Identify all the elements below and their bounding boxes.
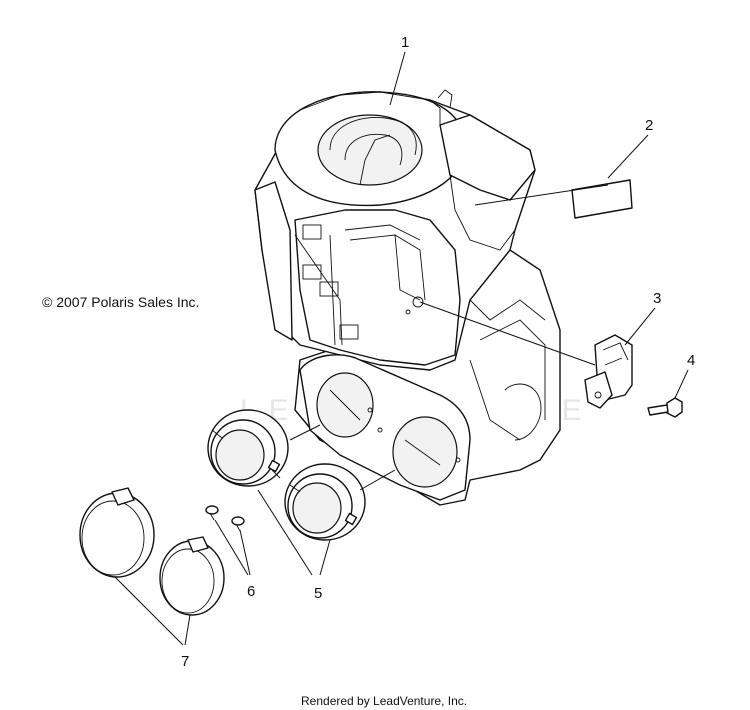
duct-boot-upper <box>207 409 289 487</box>
callout-3: 3 <box>653 290 661 307</box>
callout-labels: 1 2 3 4 5 6 7 <box>181 34 695 670</box>
airbox-housing <box>254 89 561 506</box>
hose-clamp-left <box>79 487 155 578</box>
duct-boot-lower <box>284 463 366 541</box>
callout-5: 5 <box>314 585 322 602</box>
hose-clamp-right <box>159 536 225 616</box>
screws <box>205 505 245 532</box>
callout-1: 1 <box>401 34 409 51</box>
footer-credit: Rendered by LeadVenture, Inc. <box>301 694 467 708</box>
callout-6: 6 <box>247 583 255 600</box>
callout-2: 2 <box>645 117 653 134</box>
bolt <box>647 397 683 418</box>
sensor-bracket <box>584 334 633 409</box>
callout-4: 4 <box>687 352 695 369</box>
label-decal <box>571 179 633 219</box>
leader-lines <box>114 51 689 646</box>
copyright-text: © 2007 Polaris Sales Inc. <box>42 294 199 310</box>
callout-7: 7 <box>181 653 189 670</box>
